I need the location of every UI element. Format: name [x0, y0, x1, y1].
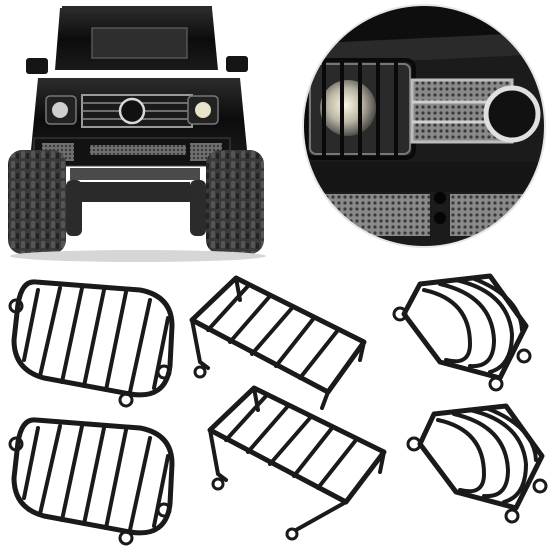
frame-guard-top [189, 275, 367, 410]
light-guard-set [8, 273, 548, 546]
frame-guard-bottom [207, 385, 387, 541]
flat-guard-top [8, 279, 175, 408]
cage-guard-top [392, 273, 532, 392]
headlight-closeup [302, 4, 546, 248]
flat-guard-bottom [8, 417, 175, 546]
cage-guard-bottom [406, 403, 548, 524]
rc-truck [8, 6, 266, 262]
